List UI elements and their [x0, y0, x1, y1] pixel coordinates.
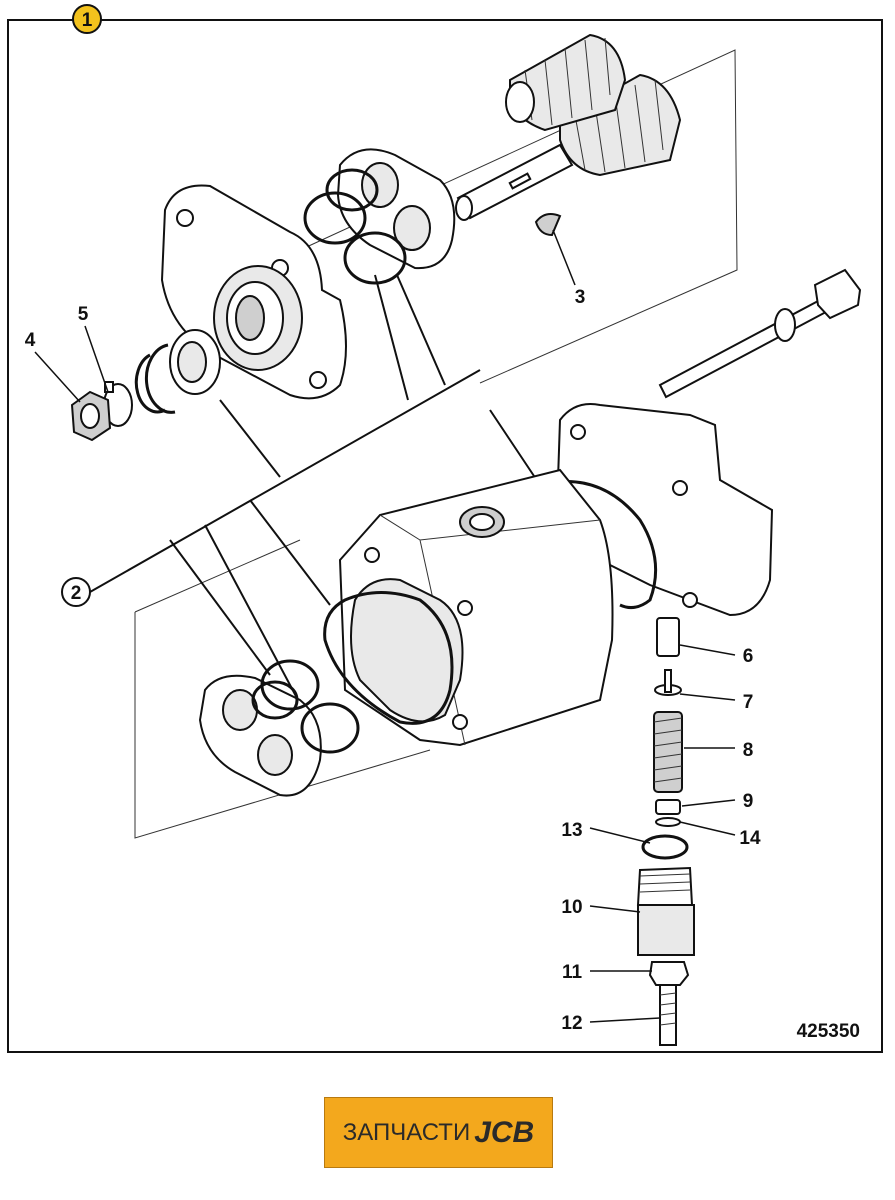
driven-gear	[505, 33, 627, 132]
svg-text:2: 2	[71, 583, 82, 604]
nut	[70, 390, 112, 442]
label-leaders	[34, 325, 736, 1023]
svg-text:1: 1	[82, 10, 93, 31]
diagram-frame	[7, 19, 883, 1053]
label-8: 8	[743, 740, 754, 761]
through-bolt	[658, 268, 862, 399]
shaft-seal	[169, 329, 221, 395]
label-7: 7	[743, 692, 754, 713]
callout-1[interactable]: 1	[72, 4, 102, 34]
label-3: 3	[575, 287, 586, 308]
part-labels: 3 4 5 6 7 8 9 14 13 10 11 12 425350	[25, 287, 860, 1042]
label-10: 10	[561, 897, 582, 918]
label-6: 6	[743, 646, 754, 667]
drive-gear-shaft	[455, 73, 682, 221]
woodruff-key	[534, 213, 576, 286]
logo-brand: JCB	[474, 1115, 535, 1149]
label-12: 12	[561, 1013, 582, 1034]
relief-valve-stack	[636, 617, 695, 1046]
label-4: 4	[25, 330, 36, 351]
circlip	[134, 343, 176, 414]
label-11: 11	[562, 962, 583, 983]
label-13: 13	[561, 820, 582, 841]
lower-bearing-block	[198, 659, 360, 797]
callout-2[interactable]: 2	[61, 274, 541, 701]
label-9: 9	[743, 791, 754, 812]
jcb-parts-logo[interactable]: ЗАПЧАСТИ JCB	[324, 1097, 553, 1168]
label-5: 5	[78, 304, 89, 325]
exploded-parts-diagram: 1 2	[7, 4, 883, 1053]
guide-planes	[134, 49, 738, 839]
tab-washer	[103, 381, 133, 427]
label-14: 14	[739, 828, 761, 849]
pump-body	[323, 468, 614, 747]
logo-text: ЗАПЧАСТИ	[342, 1118, 471, 1146]
spring	[653, 711, 683, 793]
figure-number: 425350	[797, 1021, 860, 1042]
upper-bearing-block	[303, 148, 456, 285]
